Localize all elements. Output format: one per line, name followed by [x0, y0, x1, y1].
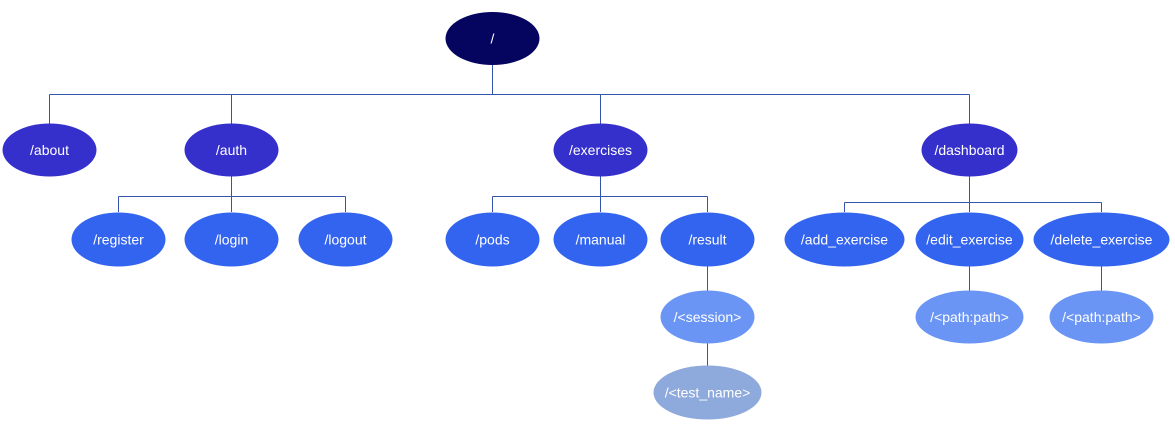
node-auth[interactable]: /auth — [184, 123, 279, 177]
node-login[interactable]: /login — [184, 212, 279, 267]
node-register-shape — [71, 212, 166, 267]
node-dashboard-shape — [921, 123, 1018, 177]
node-manual[interactable]: /manual — [553, 212, 648, 267]
node-login-shape — [184, 212, 279, 267]
node-delete-exercise-shape — [1033, 212, 1170, 267]
node-manual-label: /manual — [576, 232, 626, 248]
node-edit-path-shape — [915, 290, 1024, 344]
node-test-name-label: /<test_name> — [665, 385, 751, 401]
edge-dashboard-children — [844, 176, 1102, 212]
node-logout[interactable]: /logout — [298, 212, 393, 267]
node-edit-exercise-shape — [915, 212, 1024, 267]
node-exercises-label: /exercises — [569, 142, 632, 158]
node-delete-exercise-label: /delete_exercise — [1051, 232, 1153, 248]
tree-edges — [49, 65, 1102, 366]
node-about[interactable]: /about — [2, 123, 97, 177]
node-edit-path[interactable]: /<path:path> — [915, 290, 1024, 344]
node-exercises[interactable]: /exercises — [553, 123, 648, 177]
node-edit-exercise[interactable]: /edit_exercise — [915, 212, 1024, 267]
node-about-shape — [2, 123, 97, 177]
node-result[interactable]: /result — [660, 212, 755, 267]
node-edit-path-label: /<path:path> — [930, 309, 1009, 325]
node-session[interactable]: /<session> — [660, 290, 755, 344]
node-session-label: /<session> — [674, 309, 742, 325]
node-add-exercise-shape — [784, 212, 905, 267]
node-pods-label: /pods — [475, 232, 509, 248]
node-delete-exercise[interactable]: /delete_exercise — [1033, 212, 1170, 267]
node-dashboard-label: /dashboard — [934, 142, 1004, 158]
node-logout-label: /logout — [324, 232, 366, 248]
node-about-label: /about — [30, 142, 69, 158]
node-edit-exercise-label: /edit_exercise — [926, 232, 1013, 248]
node-root[interactable]: / — [445, 12, 540, 65]
node-register[interactable]: /register — [71, 212, 166, 267]
node-add-exercise-label: /add_exercise — [801, 232, 888, 248]
node-dashboard[interactable]: /dashboard — [921, 123, 1018, 177]
node-result-shape — [660, 212, 755, 267]
node-test-name[interactable]: /<test_name> — [653, 365, 762, 420]
edge-root-children — [49, 65, 970, 124]
node-pods[interactable]: /pods — [445, 212, 540, 267]
node-result-label: /result — [688, 232, 726, 248]
edge-auth-children — [118, 176, 346, 212]
node-auth-label: /auth — [216, 142, 247, 158]
node-add-exercise[interactable]: /add_exercise — [784, 212, 905, 267]
node-exercises-shape — [553, 123, 648, 177]
node-delete-path-label: /<path:path> — [1062, 309, 1141, 325]
node-pods-shape — [445, 212, 540, 267]
node-root-shape — [445, 12, 540, 65]
node-root-label: / — [491, 31, 495, 47]
node-manual-shape — [553, 212, 648, 267]
node-login-label: /login — [215, 232, 248, 248]
node-session-shape — [660, 290, 755, 344]
edge-exercises-children — [492, 176, 708, 212]
node-logout-shape — [298, 212, 393, 267]
node-delete-path-shape — [1049, 290, 1154, 344]
node-delete-path[interactable]: /<path:path> — [1049, 290, 1154, 344]
node-register-label: /register — [93, 232, 144, 248]
node-auth-shape — [184, 123, 279, 177]
tree-nodes: / /about /auth /exercises /dashboard /re… — [2, 12, 1170, 420]
node-test-name-shape — [653, 365, 762, 420]
